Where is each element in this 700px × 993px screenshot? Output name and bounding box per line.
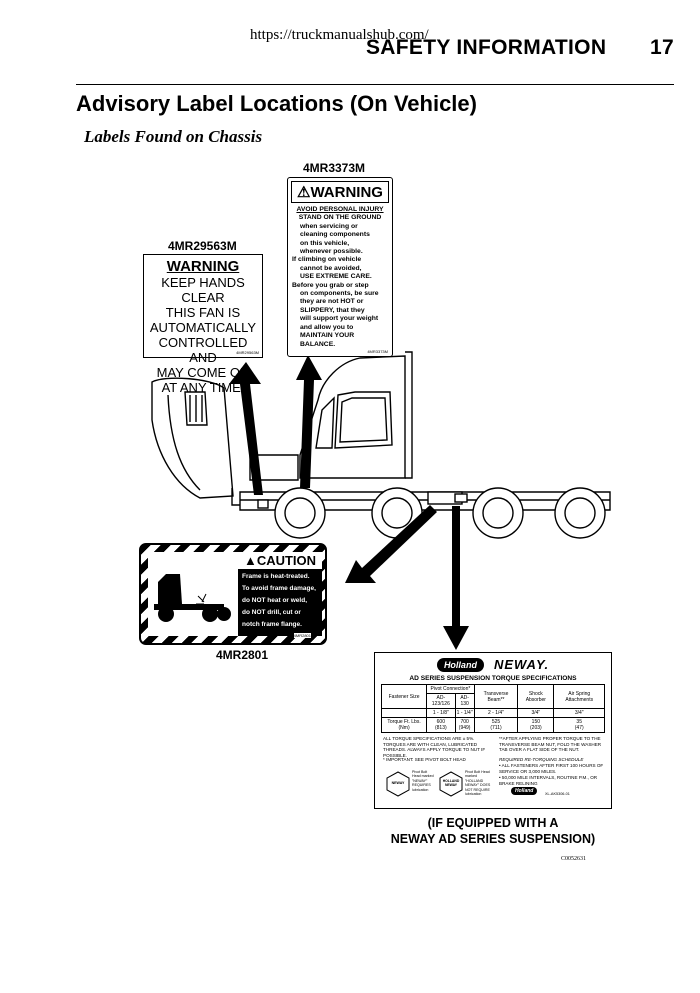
fan-label-line: MAY COME ON (156, 365, 250, 380)
figure-id: C0052631 (561, 856, 587, 862)
step-label-id: 4MR3373M (367, 349, 388, 354)
holland-neway-hex-text: Pivot Bolt Head marked "HOLLAND NEWAY" D… (465, 770, 491, 797)
frame-label-part-number: 4MR2801 (216, 648, 269, 662)
page-number: 17 (650, 36, 674, 59)
washer-note: **AFTER APPLYING PROPER TORQUE TO THE TR… (499, 736, 602, 753)
step-label-line: MAINTAIN YOUR (300, 332, 355, 340)
fan-label-line: CONTROLLED AND (158, 335, 248, 365)
retorque-line: • 50,000 MILE INTERVALS, ROUTINE P.M., O… (499, 775, 598, 786)
fan-label-part-number: 4MR29563M (168, 239, 237, 253)
neway-label-code: XL-AK5306-01 (545, 792, 570, 796)
source-url: https://truckmanualshub.com/ (250, 27, 429, 43)
neway-hex-icon (386, 771, 410, 797)
arrow-step (296, 355, 322, 488)
holland-neway-hex-icon (439, 771, 463, 797)
section-subtitle: Labels Found on Chassis (84, 127, 263, 146)
frame-label-line: do NOT heat or weld, (242, 597, 308, 604)
step-label-line: whenever possible. (300, 248, 363, 256)
frame-label-line: do NOT drill, cut or (242, 609, 301, 616)
section-header: SAFETY INFORMATION (366, 36, 607, 59)
holland-small-logo: Holland (511, 787, 538, 795)
step-label-part-number: 4MR3373M (303, 161, 366, 175)
neway-caption-line: NEWAY AD SERIES SUSPENSION) (390, 832, 596, 846)
frame-label-heading: ▲CAUTION (238, 552, 322, 569)
neway-logo: NEWAY. (493, 657, 550, 672)
step-label-line: AVOID PERSONAL INJURY (296, 206, 384, 213)
table-header: Pivot Connection* (426, 684, 475, 694)
neway-caption-line: (IF EQUIPPED WITH A (427, 816, 559, 830)
frame-caution-label: ▲CAUTION Frame is heat-treated. To avoid… (139, 543, 327, 645)
step-label-line: they are not HOT or (300, 298, 364, 306)
fan-label-id: 4MR29563M (236, 350, 259, 355)
step-label-line: when servicing or (300, 222, 358, 230)
table-header: Transverse Beam** (473, 684, 519, 709)
table-cell: 2 - 1/4" (473, 708, 519, 718)
neway-caption: (IF EQUIPPED WITH A NEWAY AD SERIES SUSP… (374, 815, 612, 847)
page-title: Advisory Label Locations (On Vehicle) (76, 91, 477, 116)
step-label-line: and allow you to (300, 323, 354, 331)
step-warning-label: ⚠WARNING AVOID PERSONAL INJURY STAND ON … (287, 177, 393, 357)
table-header: AD-123/126 (426, 693, 456, 709)
fan-label-heading: WARNING (166, 258, 240, 275)
table-header: AD-130 (454, 693, 475, 709)
table-cell: 600 (813) (426, 717, 456, 733)
table-cell (380, 708, 428, 718)
step-label-line: cannot be avoided, (300, 264, 362, 272)
fan-label-line: KEEP HANDS CLEAR (161, 275, 245, 305)
fan-label-line: AUTOMATICALLY (149, 320, 257, 335)
table-header: Air Spring Attachments (553, 684, 605, 709)
table-cell: Torque Ft. Lbs. (Nm) (380, 717, 428, 733)
header-rule (76, 84, 674, 85)
frame-label-line: To avoid frame damage, (242, 585, 316, 592)
frame-label-id: 4MR2801 (293, 633, 311, 638)
step-label-line: If climbing on vehicle (292, 256, 362, 264)
truck-frame-pictogram (148, 552, 238, 636)
warning-triangle-icon: ⚠ (297, 184, 311, 201)
arrow-fan (229, 362, 263, 495)
torque-note: ALL TORQUE SPECIFICATIONS ARE ± 5%. TORQ… (383, 736, 486, 758)
table-cell: 525 (711) (473, 717, 519, 733)
holland-neway-hex-label: HOLLAND NEWAY (442, 779, 460, 787)
step-label-line: cleaning components (300, 231, 370, 239)
important-note: * IMPORTANT: SEE PIVOT BOLT HEAD (383, 757, 466, 762)
retorque-line: • ALL FASTENERS AFTER FIRST 100 HOURS OF… (499, 763, 604, 774)
neway-torque-label: Holland NEWAY. AD SERIES SUSPENSION TORQ… (374, 652, 612, 809)
table-cell: 150 (203) (517, 717, 555, 733)
holland-logo: Holland (436, 657, 484, 672)
neway-hex-label: NEWAY (391, 781, 405, 785)
caution-text-panel: ▲CAUTION Frame is heat-treated. To avoid… (238, 552, 322, 636)
step-label-line: on components, be sure (300, 290, 379, 298)
fan-warning-label: WARNING KEEP HANDS CLEAR THIS FAN IS AUT… (143, 254, 263, 395)
step-label-line: Before you grab or step (292, 281, 369, 289)
table-header: Shock Absorber (517, 684, 555, 709)
table-cell: 3/4" (553, 708, 605, 718)
step-label-line: BALANCE. (300, 340, 336, 348)
step-label-line: will support your weight (300, 315, 379, 323)
step-label-line: USE EXTREME CARE. (300, 273, 372, 281)
frame-label-line: notch frame flange. (242, 621, 302, 628)
table-cell: 3/4" (517, 708, 555, 718)
step-label-line: SLIPPERY, that they (300, 306, 365, 314)
torque-table: Fastener Size Pivot Connection* Transver… (380, 684, 605, 733)
step-label-line: on this vehicle, (300, 239, 350, 247)
retorque-title: REQUIRED RE-TORQUING SCHEDULE (499, 757, 584, 762)
step-label-line: STAND ON THE GROUND (298, 214, 382, 222)
fan-label-line: THIS FAN IS (165, 305, 241, 320)
arrow-frame (345, 505, 437, 583)
table-cell: 700 (949) (454, 717, 475, 733)
table-cell: 1 - 1/4" (454, 708, 475, 718)
warning-triangle-icon: ▲ (243, 553, 257, 568)
neway-label-heading: AD SERIES SUSPENSION TORQUE SPECIFICATIO… (409, 675, 577, 682)
neway-hex-text: Pivot Bolt Head marked "NEWAY" REQUIRES … (412, 770, 434, 792)
table-cell: 1 - 1/8" (426, 708, 456, 718)
step-label-heading: ⚠WARNING (291, 181, 389, 203)
table-header: Fastener Size (380, 684, 428, 709)
arrow-neway (443, 506, 469, 650)
frame-label-line: Frame is heat-treated. (242, 573, 310, 580)
fan-label-line: AT ANY TIME. (161, 380, 245, 395)
table-cell: 35 (47) (553, 717, 605, 733)
